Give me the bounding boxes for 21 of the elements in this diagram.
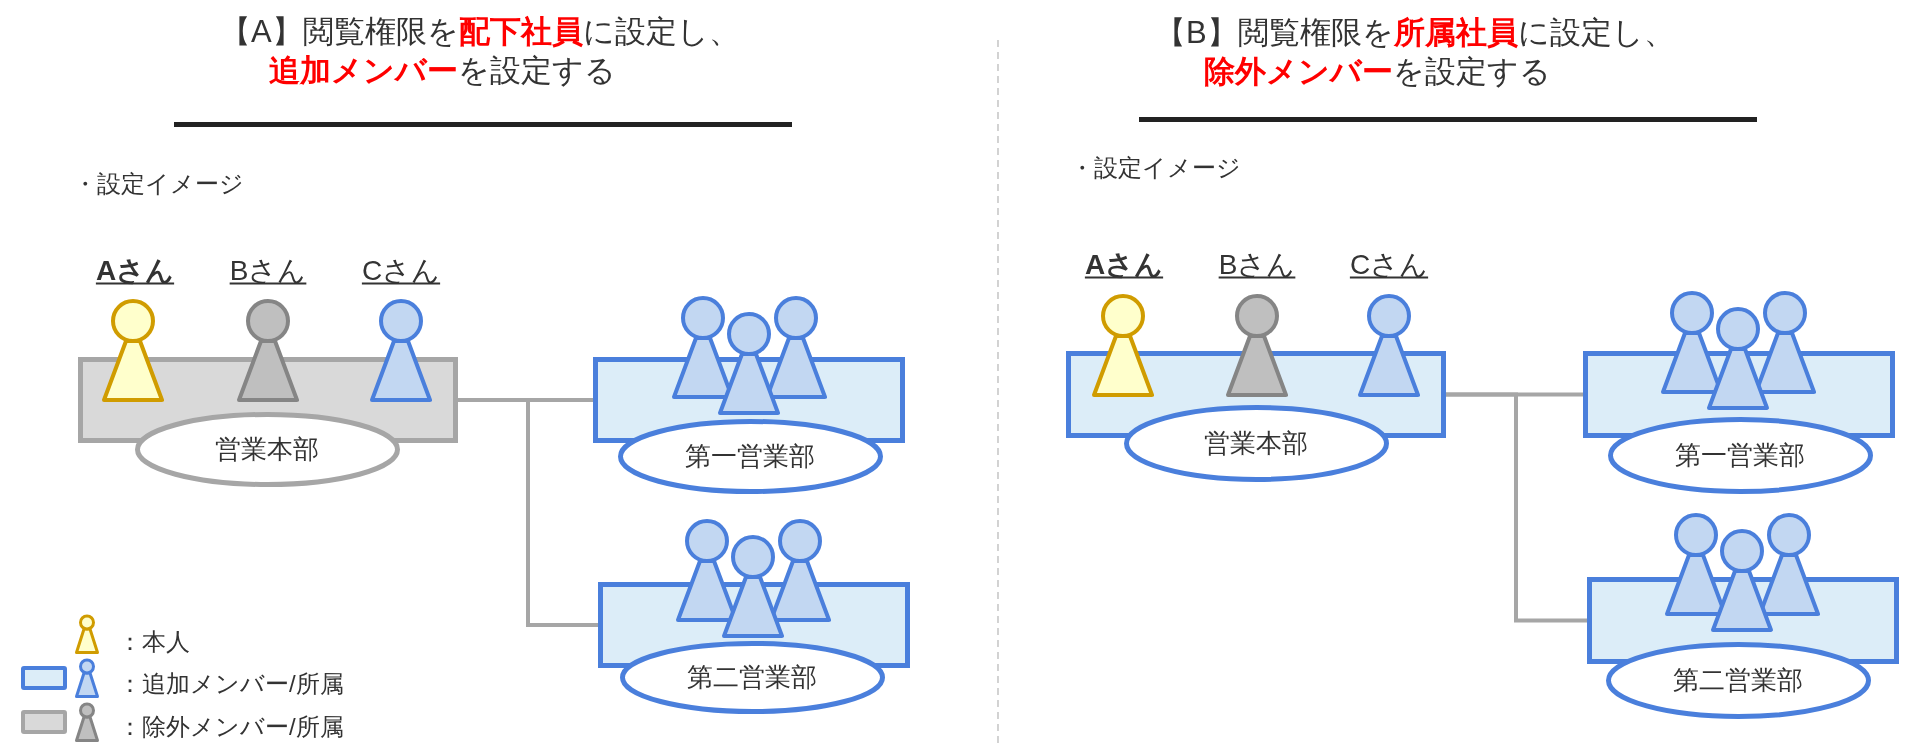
legend-text: ：追加メンバー/所属	[118, 669, 344, 699]
person-name: Aさん	[1084, 247, 1164, 282]
person-name: Aさん	[95, 253, 175, 288]
legend-text: ：除外メンバー/所属	[118, 712, 344, 742]
department-ellipse: 第二営業部	[619, 640, 885, 714]
department-ellipse: 第二営業部	[1605, 641, 1871, 719]
department-ellipse: 第一営業部	[1607, 416, 1873, 494]
connector-line	[1446, 392, 1587, 623]
person-name: Cさん	[361, 253, 441, 288]
person-name: Bさん	[229, 253, 307, 288]
section-label: ・設定イメージ	[73, 169, 244, 199]
department-ellipse: 第一営業部	[617, 418, 883, 494]
legend-text: ：本人	[118, 627, 190, 657]
department-ellipse: 営業本部	[1123, 404, 1389, 482]
person-name: Cさん	[1349, 247, 1429, 282]
heading-text: 【B】閲覧権限を所属社員に設定し、除外メンバーを設定する	[1155, 14, 1676, 91]
person-name: Bさん	[1218, 247, 1296, 282]
heading-text: 【A】閲覧権限を配下社員に設定し、追加メンバーを設定する	[220, 13, 741, 90]
section-label: ・設定イメージ	[1070, 153, 1241, 183]
connector-line	[458, 398, 598, 627]
department-ellipse: 営業本部	[134, 411, 400, 487]
